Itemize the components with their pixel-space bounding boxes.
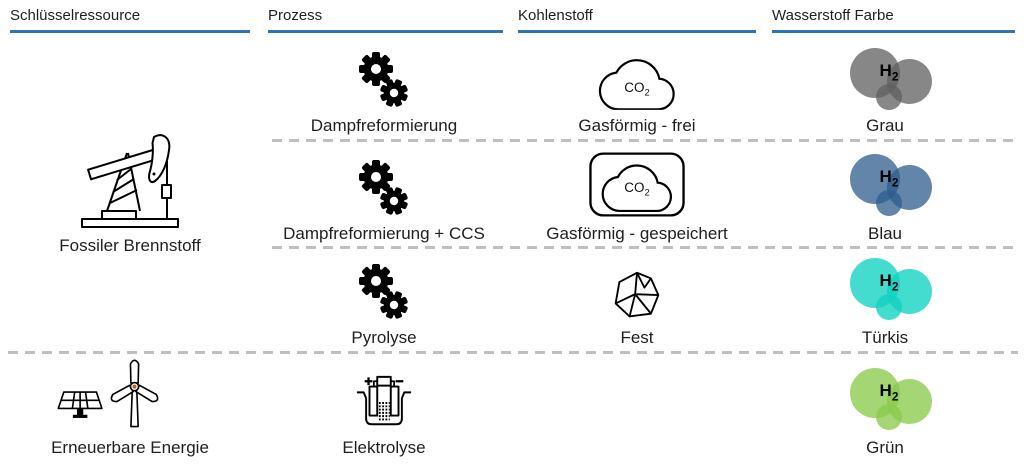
header-label: Kohlenstoff [518,7,593,24]
header-underline [518,30,756,33]
process-dampfreformierung: Dampfreformierung [268,48,500,136]
h2-text: H2 [879,61,899,84]
co2-cloud-icon: CO2 [598,57,676,110]
h2-text: H2 [879,271,899,294]
resource-erneuerbare-energie: Erneuerbare Energie [20,354,240,458]
header-underline [10,30,250,33]
gears-icon [352,264,416,322]
hydrogen-color-gruen: H2 Grün [790,362,980,458]
column-header-kohlenstoff: Kohlenstoff [518,6,756,33]
resource-separator-dashed [8,351,1018,354]
header-underline [268,30,503,33]
header-label: Wasserstoff Farbe [772,7,894,24]
color-label: Türkis [861,328,909,347]
h2-text: H2 [879,381,899,404]
h2-bubbles-icon: H2 [819,258,951,322]
resource-label: Fossiler Brennstoff [59,236,201,255]
hydrogen-color-blau: H2 Blau [790,152,980,244]
process-label: Pyrolyse [351,328,417,347]
carbon-label: Gasförmig - frei [578,116,696,135]
color-label: Grün [866,438,904,457]
h2-bubbles-icon: H2 [819,48,951,110]
process-label: Dampfreformierung + CCS [283,224,485,243]
header-label: Schlüsselressource [10,7,141,24]
oil-pump-jack-icon [80,123,180,230]
hydrogen-color-tuerkis: H2 Türkis [790,256,980,348]
process-label: Dampfreformierung [310,116,458,135]
header-underline [772,30,1015,33]
h2-bubble [876,404,902,430]
h2-bubble [876,190,902,216]
column-header-wasserstoff-farbe: Wasserstoff Farbe [772,6,1015,33]
h2-bubble [876,84,902,110]
wind-turbine-solar-panel-icon [40,354,220,432]
header-label: Prozess [268,7,323,24]
resource-fossiler-brennstoff: Fossiler Brennstoff [20,110,240,256]
process-pyrolyse: Pyrolyse [268,256,500,348]
column-header-prozess: Prozess [268,6,503,33]
color-label: Grau [866,116,904,135]
carbon-gasfoermig-frei: CO2 Gasförmig - frei [518,48,756,136]
gears-icon [352,160,416,218]
resource-label: Erneuerbare Energie [51,438,209,457]
co2-cloud-stored-icon: CO2 [588,151,686,218]
process-label: Elektrolyse [342,438,426,457]
h2-bubble [876,294,902,320]
column-header-schluesselressource: Schlüsselressource [10,6,250,33]
solid-carbon-rock-icon [609,270,665,322]
carbon-label: Gasförmig - gespeichert [546,224,728,243]
h2-bubbles-icon: H2 [819,368,951,432]
carbon-fest: Fest [518,256,756,348]
row-separator-dashed [272,246,1018,249]
row-separator-dashed [272,139,1018,142]
carbon-gasfoermig-gespeichert: CO2 Gasförmig - gespeichert [518,152,756,244]
carbon-label: Fest [620,328,654,347]
process-elektrolyse: Elektrolyse [268,362,500,458]
process-dampfreformierung-ccs: Dampfreformierung + CCS [268,152,500,244]
co2-text: CO2 [624,80,650,99]
h2-bubbles-icon: H2 [819,154,951,218]
gears-icon [352,52,416,110]
co2-text: CO2 [624,180,650,199]
h2-text: H2 [879,167,899,190]
hydrogen-color-grau: H2 Grau [790,48,980,136]
electrolysis-cell-icon [351,374,417,432]
color-label: Blau [867,224,903,243]
